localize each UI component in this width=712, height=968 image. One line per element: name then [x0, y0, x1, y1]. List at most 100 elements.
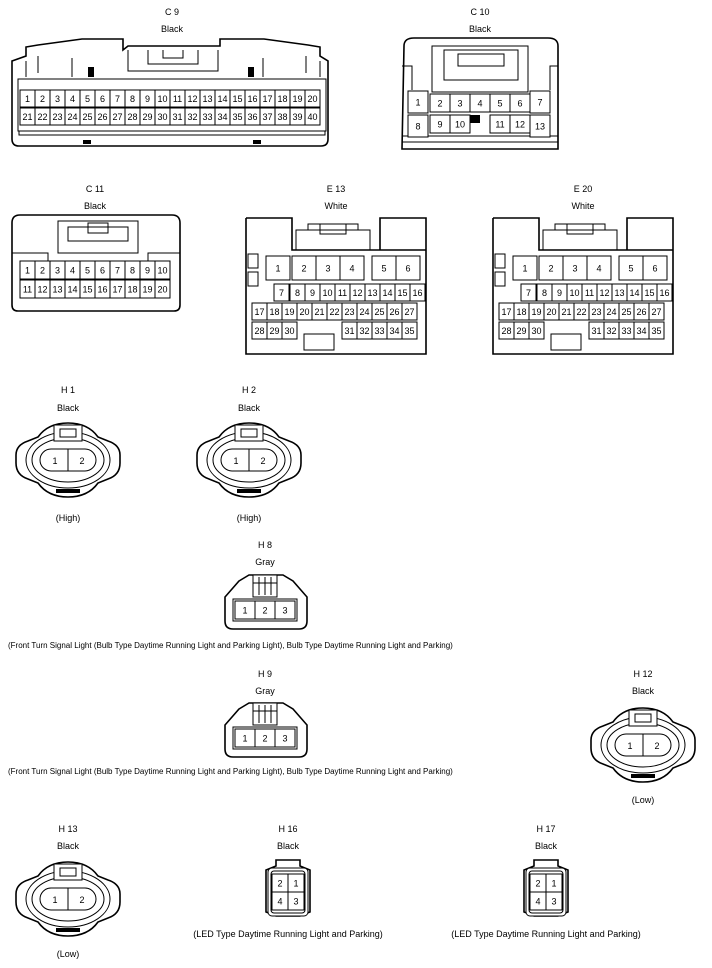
pin-cell-label: 35 — [651, 326, 661, 336]
pin-cell: 2 — [429, 93, 451, 113]
pin-cell: 17 — [109, 279, 126, 299]
pin-cell-label: 11 — [495, 120, 504, 130]
pin-cell-label: 18 — [127, 285, 137, 295]
pin-cell: 23 — [341, 302, 358, 321]
c11-color: Black — [83, 201, 107, 211]
pin-cell-label: 16 — [412, 288, 422, 298]
pin-cell: 11 — [489, 114, 511, 134]
pin-cell-label: 27 — [651, 307, 661, 317]
pin-cell-label: 7 — [526, 288, 531, 298]
pin-cell: 6 — [509, 93, 531, 113]
pin-cell: 1 — [234, 600, 256, 620]
pin-cell-label: 13 — [535, 122, 545, 132]
pin-cell-label: 22 — [37, 112, 47, 122]
pin-cell-label: 14 — [629, 288, 639, 298]
pin-cell: 20 — [304, 89, 321, 108]
pin-cell-label: 28 — [127, 112, 137, 122]
h9-code: H 9 — [257, 669, 273, 679]
pin-cell-label: 18 — [277, 94, 287, 104]
pin-cell: 2 — [254, 728, 276, 748]
pin-cell-label: 4 — [70, 94, 75, 104]
pin-cell-label: 12 — [352, 288, 362, 298]
pin-cell: 24 — [603, 302, 620, 321]
c10-color: Black — [468, 24, 492, 34]
pin-cell-label: 26 — [97, 112, 107, 122]
pin-cell-label: 22 — [576, 307, 586, 317]
pin-cell: 19 — [281, 302, 298, 321]
pin-cell-label: 7 — [115, 94, 120, 104]
pin-cell: 32 — [184, 107, 201, 126]
pin-cell: 26 — [386, 302, 403, 321]
pin-cell-label: 23 — [344, 307, 354, 317]
pin-cell: 23 — [588, 302, 605, 321]
pin-cell: 17 — [259, 89, 276, 108]
pin-cell: 10 — [319, 283, 336, 302]
pin-cell-label: 33 — [202, 112, 212, 122]
pin-cell: 2 — [291, 255, 317, 281]
pin-cell: 33 — [199, 107, 216, 126]
pin-cell-label: 11 — [585, 288, 594, 298]
pin-cell: 20 — [154, 279, 171, 299]
pin-cell-label: 26 — [389, 307, 399, 317]
pin-cell: 4 — [271, 891, 289, 911]
pin-cell: 4 — [529, 891, 547, 911]
pin-cell: 7 — [109, 89, 126, 108]
pin-cell: 7 — [273, 283, 290, 302]
pin-cell: 8 — [124, 89, 141, 108]
pin-label: 2 — [260, 456, 265, 466]
pin-cell: 10 — [154, 89, 171, 108]
pin-cell: 22 — [573, 302, 590, 321]
h9-note: (Front Turn Signal Light (Bulb Type Dayt… — [8, 767, 453, 776]
pin-cell-label: 30 — [531, 326, 541, 336]
pin-cell: 3 — [315, 255, 341, 281]
pin-cell-label: 15 — [82, 285, 92, 295]
pin-cell-label: 1 — [293, 879, 298, 889]
h17-code: H 17 — [536, 824, 556, 834]
pin-cell: 18 — [513, 302, 530, 321]
pin-cell: 1 — [512, 255, 538, 281]
pin-cell: 27 — [648, 302, 665, 321]
pin-cell: 13 — [364, 283, 381, 302]
pin-cell-label: 32 — [359, 326, 369, 336]
pin-cell-label: 3 — [325, 264, 330, 274]
pin-cell-label: 16 — [247, 94, 257, 104]
pin-cell-label: 24 — [606, 307, 616, 317]
pin-cell-label: 4 — [596, 264, 601, 274]
pin-cell-label: 17 — [254, 307, 264, 317]
pin-cell-label: 1 — [242, 734, 247, 744]
pin-cell-label: 3 — [572, 264, 577, 274]
pin-cell-label: 1 — [275, 264, 280, 274]
pin-cell: 15 — [229, 89, 246, 108]
pin-cell-label: 2 — [262, 606, 267, 616]
pin-cell-label: 27 — [112, 112, 122, 122]
pin-cell: 19 — [289, 89, 306, 108]
pin-cell: 32 — [356, 321, 373, 340]
pin-cell-label: 8 — [415, 122, 420, 132]
pin-cell-label: 26 — [636, 307, 646, 317]
h1-code: H 1 — [60, 385, 76, 395]
pin-cell-label: 17 — [112, 285, 122, 295]
pin-cell: 10 — [566, 283, 583, 302]
e13-code: E 13 — [326, 184, 346, 194]
pin-cell-label: 15 — [232, 94, 242, 104]
pin-cell: 4 — [64, 89, 81, 108]
pin-cell-label: 23 — [591, 307, 601, 317]
pin-cell-label: 19 — [284, 307, 294, 317]
h1-color: Black — [56, 403, 80, 413]
pin-cell: 21 — [558, 302, 575, 321]
pin-cell: 26 — [94, 107, 111, 126]
pin-cell-label: 4 — [535, 897, 540, 907]
pin-cell-label: 8 — [542, 288, 547, 298]
pin-cell-label: 6 — [405, 264, 410, 274]
pin-cell-label: 37 — [262, 112, 272, 122]
pin-cell-label: 2 — [437, 99, 442, 109]
pin-cell: 9 — [429, 114, 451, 134]
pin-label: 2 — [79, 895, 84, 905]
pin-cell-label: 30 — [284, 326, 294, 336]
pin-cell-label: 5 — [381, 264, 386, 274]
pin-cell-label: 10 — [157, 266, 167, 276]
pin-cell: 13 — [49, 279, 66, 299]
pin-cell: 35 — [229, 107, 246, 126]
pin-cell-label: 9 — [437, 120, 442, 130]
pin-cell: 5 — [79, 260, 96, 280]
